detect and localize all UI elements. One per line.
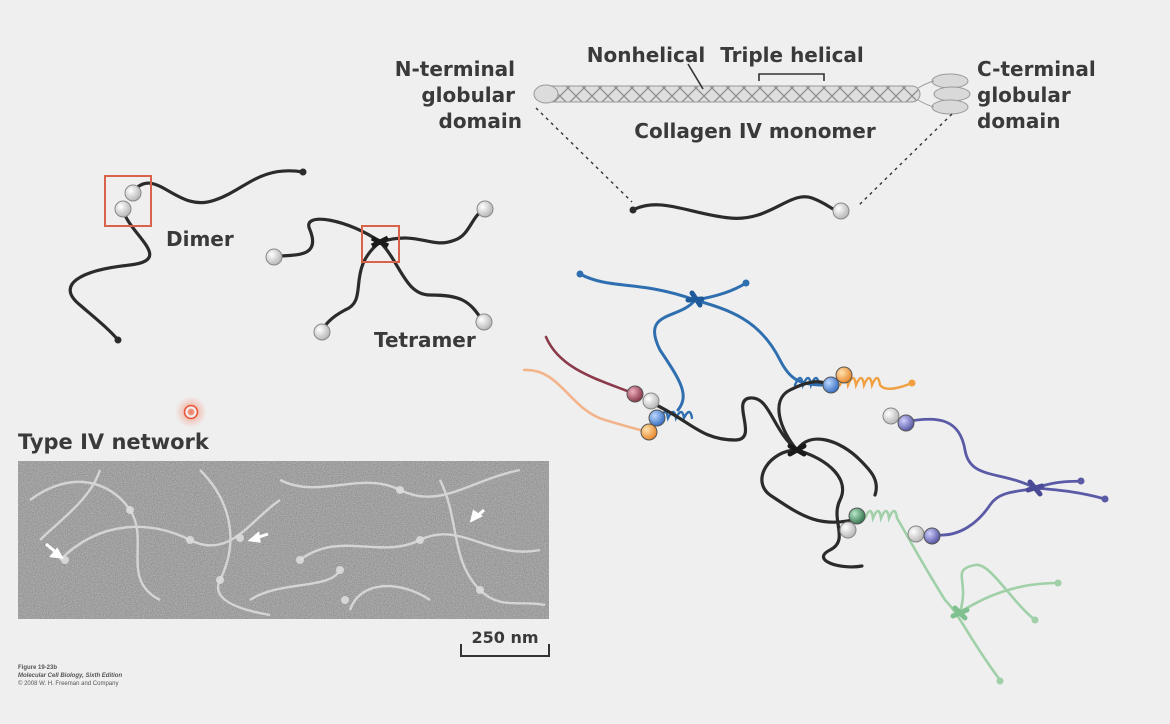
triple-helix-rod: [539, 85, 921, 103]
blue-helix-right: [793, 376, 821, 390]
network-micrograph: [18, 461, 549, 619]
tetramer-label: Tetramer: [374, 328, 476, 352]
purple-strand-upper: [903, 417, 1083, 490]
black-junction: [787, 443, 807, 457]
black-strand-main: [648, 396, 862, 524]
dimer-end-upper: [299, 168, 307, 176]
tetramer-arm-top: [379, 208, 485, 245]
scale-bar-label: 250 nm: [471, 628, 538, 647]
n-terminal-knob: [533, 84, 559, 104]
triple-helical-bracket: [758, 73, 825, 81]
orange-helix: [838, 376, 914, 390]
c-terminal-label: C-terminal globular domain: [977, 57, 1103, 133]
collagen-monomer-diagram: N-terminal globular domain C-terminal gl…: [395, 43, 1103, 220]
figure-credit: Figure 19-23b Molecular Cell Biology, Si…: [18, 664, 122, 688]
n-terminal-label: N-terminal globular domain: [395, 57, 522, 133]
maroon-strand: [544, 335, 637, 396]
dimer-diagram: Dimer: [68, 168, 307, 344]
blue-strand-right: [693, 298, 827, 387]
dimer-label: Dimer: [166, 227, 234, 251]
c-terminal-globules: [917, 73, 971, 115]
monomer-strand: [632, 195, 839, 220]
copyright: © 2008 W. H. Freeman and Company: [18, 681, 119, 687]
dimer-end-lower: [114, 336, 122, 344]
network-title: Type IV network: [18, 430, 210, 454]
dimer-strand-lower: [68, 209, 152, 342]
tetramer-arm-right: [378, 240, 485, 323]
monomer-title: Collagen IV monomer: [634, 119, 876, 143]
zoom-line-right: [857, 113, 953, 207]
black-strand-upper: [777, 380, 832, 452]
black-strand-lower: [795, 448, 864, 569]
blue-strand-left: [653, 298, 697, 412]
blue-strand-top: [578, 272, 748, 302]
tetramer-arm-bottom: [320, 240, 382, 332]
dimer-globule-2: [114, 200, 132, 218]
peach-strand: [522, 368, 650, 434]
triple-helical-label: Triple helical: [720, 43, 864, 67]
cursor-highlight: [175, 396, 207, 428]
tetramer-globule-4: [475, 313, 493, 331]
zoom-line-left: [535, 107, 633, 203]
purple-strand-lower: [928, 486, 1037, 537]
nonhelical-label: Nonhelical: [587, 43, 705, 67]
dimer-globule-1: [124, 184, 142, 202]
green-strand: [863, 509, 1002, 682]
tetramer-diagram: Tetramer: [265, 200, 494, 352]
tetramer-globule-1: [265, 248, 283, 266]
dimer-junction-box: [104, 175, 152, 227]
micrograph-arrows: [45, 508, 485, 559]
figure-number: Figure 19-23b: [18, 665, 58, 671]
dimer-strand-upper: [128, 169, 304, 205]
monomer-globule: [832, 202, 850, 220]
monomer-n-end: [629, 206, 637, 214]
network-assembly-diagram: [522, 270, 1109, 685]
blue-helix-left: [658, 410, 694, 422]
book-title: Molecular Cell Biology, Sixth Edition: [18, 673, 123, 679]
tetramer-globule-3: [313, 323, 331, 341]
assembly-globules: [626, 366, 941, 545]
tetramer-globule-2: [476, 200, 494, 218]
nonhelical-pointer: [687, 63, 704, 90]
scale-bar: 250 nm: [460, 628, 550, 657]
tetramer-junction-box: [361, 225, 400, 263]
tetramer-junction: [370, 235, 390, 249]
tetramer-arm-left: [280, 217, 381, 258]
